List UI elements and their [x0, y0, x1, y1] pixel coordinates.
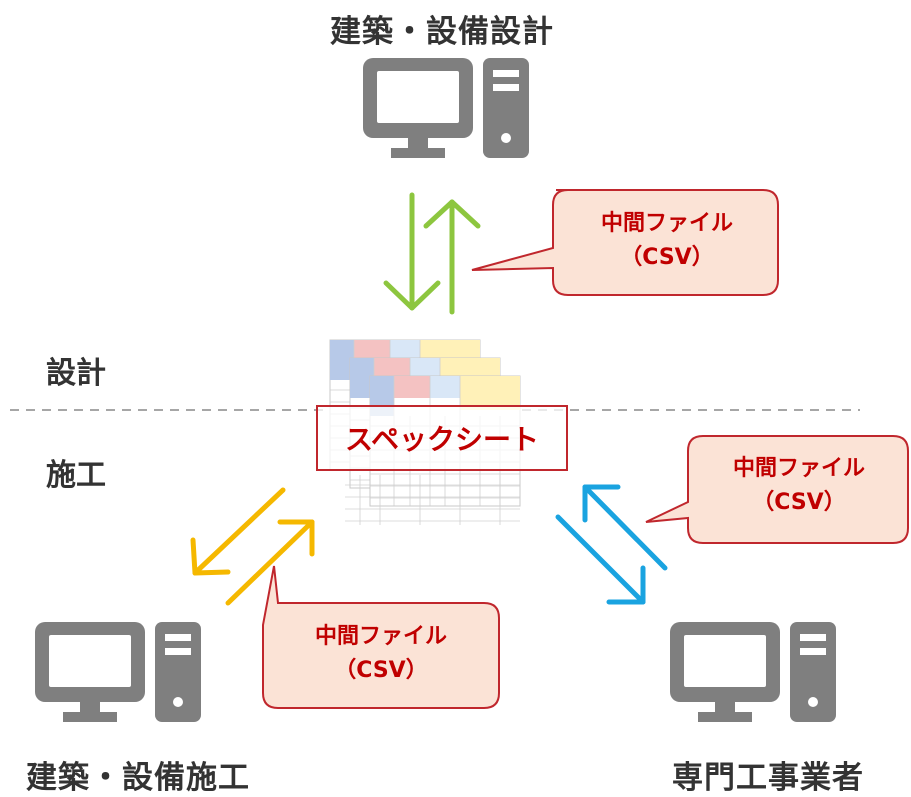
callout-top-shape: [471, 189, 779, 296]
spec-sheet-text: スペックシート: [344, 423, 540, 456]
callout-left-shape: [262, 565, 500, 709]
spec-sheet-label: スペックシート: [316, 405, 568, 471]
arrow-icon-right: [555, 484, 668, 605]
computer-icon-right: [670, 622, 836, 722]
phase-label-construction: 施工: [46, 458, 106, 493]
callout-right-line2: （CSV）: [752, 490, 846, 515]
callout-left: 中間ファイル （CSV）: [263, 620, 499, 688]
arrow-icon-left: [190, 487, 315, 606]
callout-left-line1: 中間ファイル: [314, 624, 447, 649]
callout-right: 中間ファイル （CSV）: [690, 452, 908, 520]
arrow-icon-top: [383, 192, 481, 315]
phase-label-design: 設計: [46, 356, 106, 391]
computer-icon-left: [35, 622, 201, 722]
node-label-construction: 建築・設備施工: [26, 760, 250, 796]
callout-right-line1: 中間ファイル: [732, 456, 865, 481]
node-label-specialist: 専門工事業者: [672, 760, 864, 796]
spreadsheet-rows: [345, 475, 520, 525]
callout-right-shape: [645, 435, 909, 544]
callout-top: 中間ファイル （CSV）: [556, 207, 778, 275]
computer-icon-top: [363, 58, 529, 158]
callout-top-line1: 中間ファイル: [600, 211, 733, 236]
node-label-design: 建築・設備設計: [330, 14, 554, 50]
callout-left-line2: （CSV）: [334, 658, 428, 683]
callout-top-line2: （CSV）: [620, 245, 714, 270]
